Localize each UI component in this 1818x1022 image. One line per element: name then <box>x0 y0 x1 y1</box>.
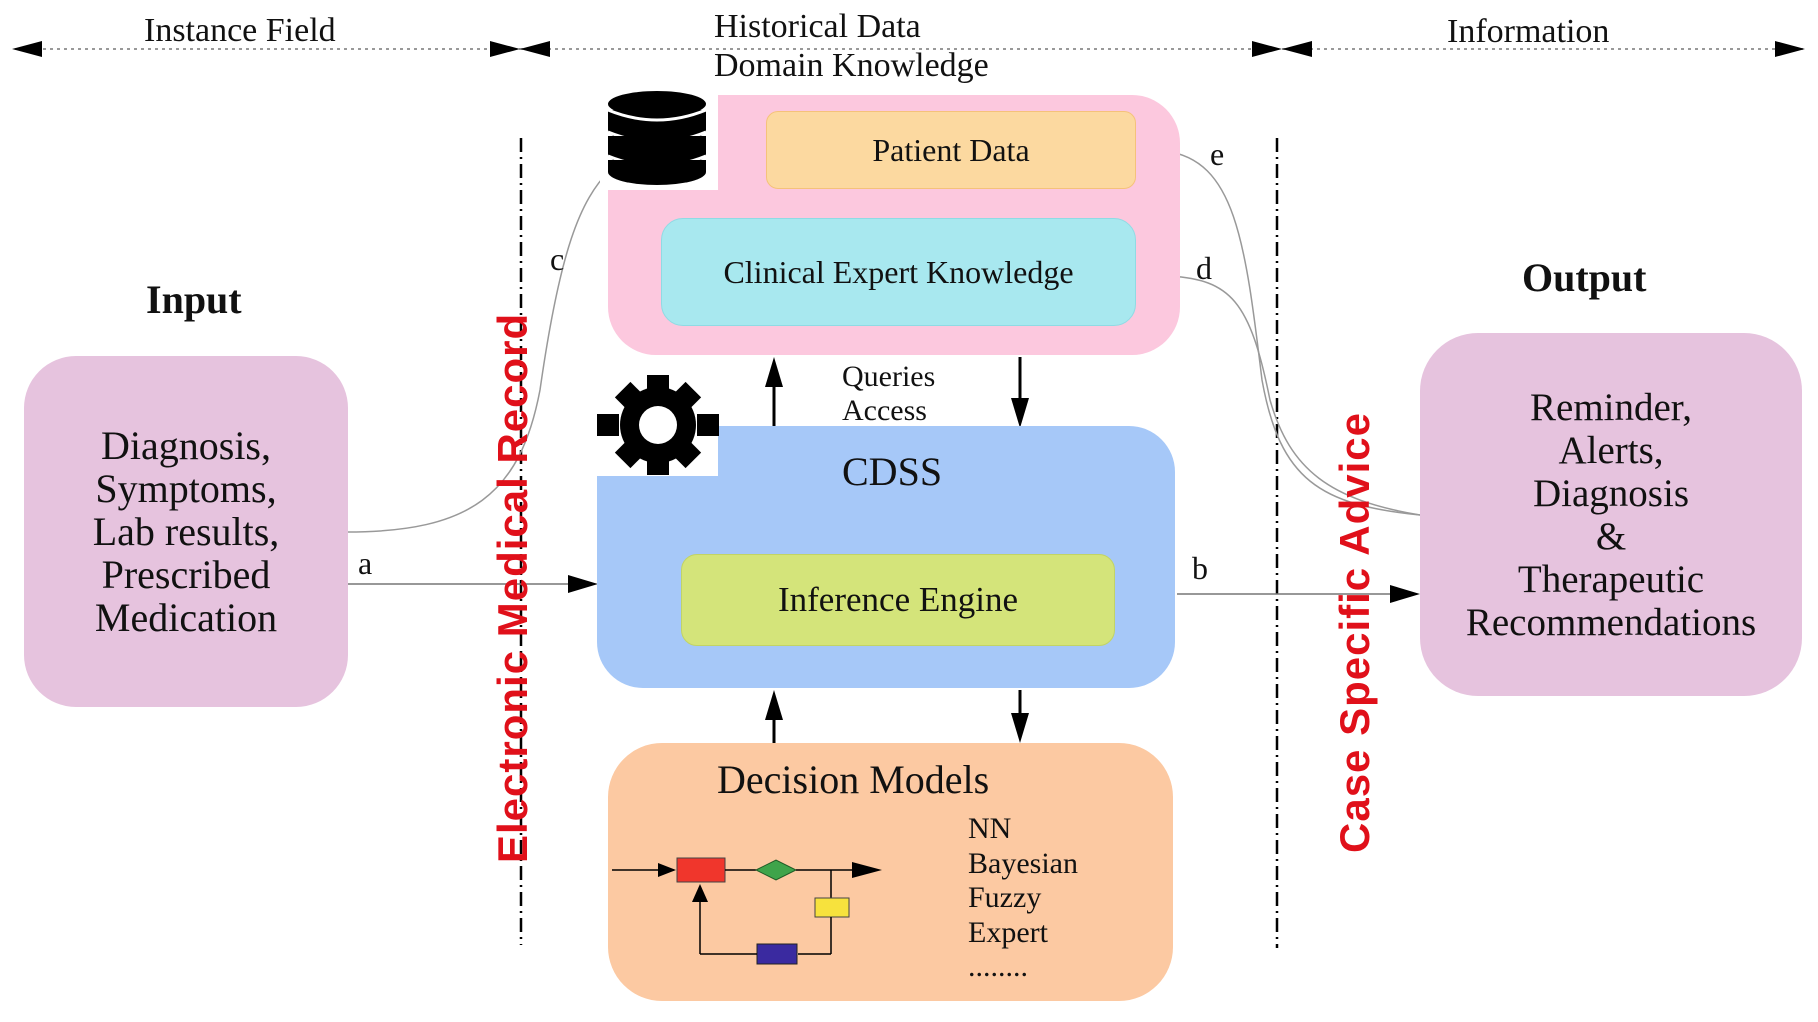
clinical-expert-box: Clinical Expert Knowledge <box>661 218 1136 326</box>
output-line: Recommendations <box>1465 600 1757 644</box>
output-title: Output <box>1522 255 1647 300</box>
output-box: Reminder, Alerts, Diagnosis & Therapeuti… <box>1420 333 1802 696</box>
database-icon <box>607 91 707 185</box>
output-line: Alerts, <box>1558 428 1664 472</box>
vertical-label-emr: Electronic Medical Record <box>489 312 536 863</box>
arrow-queries-up <box>765 357 783 427</box>
header-span-right <box>1282 41 1805 57</box>
header-historical-data: Historical Data <box>714 8 921 45</box>
output-line: Diagnosis <box>1533 471 1689 515</box>
model-item: Bayesian <box>968 846 1078 880</box>
access-label: Access <box>842 394 927 427</box>
edge-b-label: b <box>1192 550 1208 586</box>
edge-a <box>347 575 598 593</box>
model-item: NN <box>968 812 1012 845</box>
input-line: Prescribed <box>101 552 271 597</box>
edge-c-label: c <box>550 241 565 277</box>
output-line: & <box>1595 514 1627 558</box>
input-line: Medication <box>94 595 278 640</box>
input-text: Diagnosis, Symptoms, Lab results, Prescr… <box>93 424 280 639</box>
edge-b <box>1177 585 1420 603</box>
arrow-models-up <box>765 690 783 743</box>
clinical-expert-label: Clinical Expert Knowledge <box>723 253 1074 290</box>
input-box: Diagnosis, Symptoms, Lab results, Prescr… <box>24 356 348 707</box>
edge-e-label: e <box>1210 136 1225 172</box>
gear-icon <box>597 375 719 475</box>
queries-label: Queries <box>842 360 936 393</box>
arrow-access-down <box>1011 357 1029 428</box>
edge-d-label: d <box>1196 250 1212 286</box>
decision-models-list: NN Bayesian Fuzzy Expert ........ <box>968 812 1078 985</box>
decision-models-title: Decision Models <box>717 757 990 802</box>
flowchart-illustration <box>612 857 882 965</box>
output-text: Reminder, Alerts, Diagnosis & Therapeuti… <box>1466 386 1756 644</box>
patient-data-label: Patient Data <box>872 131 1030 168</box>
output-line: Reminder, <box>1530 385 1692 429</box>
model-item: Expert <box>968 915 1048 949</box>
input-title: Input <box>146 277 242 322</box>
header-span-left <box>12 41 520 57</box>
input-line: Diagnosis, <box>101 423 271 468</box>
header-instance-field: Instance Field <box>144 12 336 49</box>
cdss-title: CDSS <box>842 449 943 494</box>
input-line: Lab results, <box>92 509 280 554</box>
model-item: Fuzzy <box>968 881 1042 914</box>
output-line: Therapeutic <box>1517 557 1705 601</box>
patient-data-box: Patient Data <box>766 111 1136 189</box>
inference-engine-label: Inference Engine <box>778 580 1018 619</box>
header-span-middle <box>520 41 1282 57</box>
model-item: ........ <box>968 950 1028 983</box>
edge-a-label: a <box>358 545 373 581</box>
header-information: Information <box>1447 13 1610 50</box>
vertical-label-advice: Case Specific Advice <box>1331 412 1378 853</box>
inference-engine-box: Inference Engine <box>681 554 1115 646</box>
header-domain-knowledge: Domain Knowledge <box>714 47 989 84</box>
arrow-models-down <box>1011 690 1029 743</box>
input-line: Symptoms, <box>95 466 277 511</box>
